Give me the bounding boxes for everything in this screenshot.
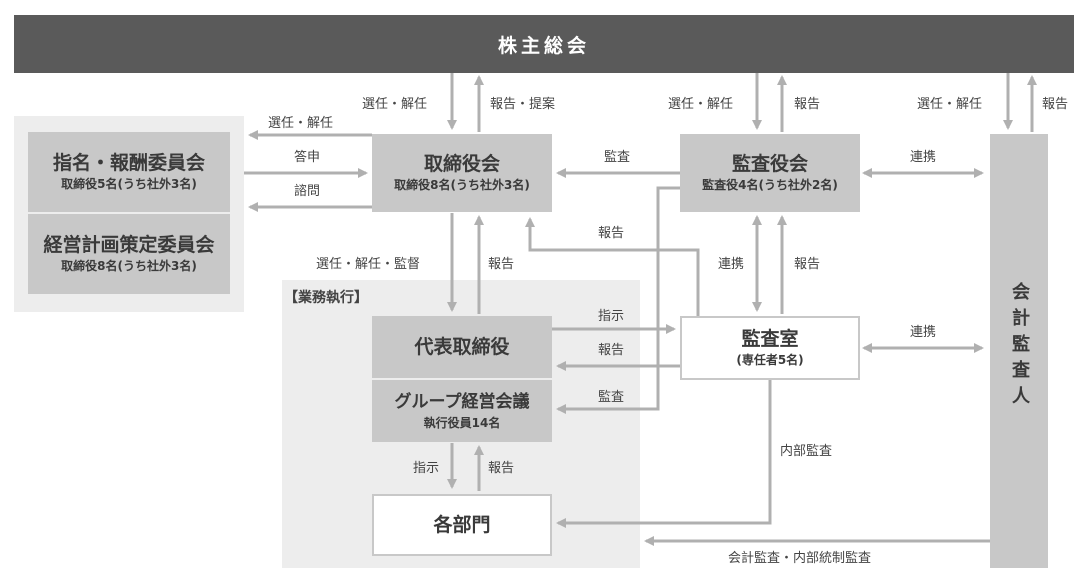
nomination-committee-members: 取締役5名(うち社外3名)	[61, 177, 197, 191]
label-audit-board: 監査	[604, 150, 631, 165]
board-members: 取締役8名(うち社外3名)	[394, 178, 530, 192]
label-report-audit: 報告	[794, 97, 821, 112]
audit-office: 監査室 (専任者5名)	[680, 316, 860, 380]
board-of-directors: 取締役会 取締役8名(うち社外3名)	[372, 134, 552, 212]
label-elect-dismiss-auditor: 選任・解任	[917, 97, 983, 112]
ceo: 代表取締役	[372, 316, 552, 378]
nomination-committee-title: 指名・報酬委員会	[52, 152, 205, 174]
label-elect-dismiss-supervise: 選任・解任・監督	[316, 257, 421, 272]
label-report-auditor: 報告	[1042, 97, 1069, 112]
label-cooperate-office-auditor: 連携	[910, 325, 937, 340]
label-accounting-internal-audit: 会計監査・内部統制監査	[728, 551, 872, 566]
label-consult: 諮問	[294, 184, 321, 199]
audit-office-title: 監査室	[741, 328, 799, 350]
label-report-office-board: 報告	[598, 226, 625, 241]
audit-office-members: (専任者5名)	[736, 353, 804, 367]
label-elect-dismiss-board: 選任・解任	[362, 97, 428, 112]
label-audit-group: 監査	[598, 390, 625, 405]
label-instruct-office: 指示	[598, 309, 625, 324]
audit-board-members: 監査役4名(うち社外2名)	[702, 178, 838, 192]
departments-title: 各部門	[433, 514, 491, 536]
label-report-ceo-board: 報告	[488, 257, 515, 272]
label-elect-dismiss-committee: 選任・解任	[268, 116, 334, 131]
label-elect-dismiss-audit: 選任・解任	[668, 97, 734, 112]
accounting-auditor: 会計監査人	[990, 134, 1048, 568]
audit-board-title: 監査役会	[731, 153, 808, 175]
ceo-title: 代表取締役	[414, 336, 510, 358]
planning-committee-title: 経営計画策定委員会	[43, 234, 215, 256]
execution-label: 【業務執行】	[284, 290, 368, 306]
label-report-office-ceo: 報告	[598, 343, 625, 358]
label-cooperate-audit-auditor: 連携	[910, 150, 937, 165]
label-instruct-departments: 指示	[413, 461, 440, 476]
departments: 各部門	[372, 494, 552, 556]
audit-board: 監査役会 監査役4名(うち社外2名)	[680, 134, 860, 212]
label-report-answer: 答申	[294, 150, 321, 165]
accounting-auditor-label: 会計監査人	[1009, 282, 1030, 412]
group-meeting-title: グループ経営会議	[394, 392, 530, 412]
label-report-propose: 報告・提案	[490, 97, 556, 112]
label-report-office-audit: 報告	[794, 257, 821, 272]
nomination-committee: 指名・報酬委員会 取締役5名(うち社外3名)	[28, 132, 230, 212]
planning-committee: 経営計画策定委員会 取締役8名(うち社外3名)	[28, 214, 230, 294]
label-cooperate-audit-office: 連携	[718, 257, 745, 272]
label-report-departments: 報告	[488, 461, 515, 476]
label-internal-audit: 内部監査	[780, 444, 833, 459]
board-title: 取締役会	[423, 153, 500, 175]
group-management-meeting: グループ経営会議 執行役員14名	[372, 380, 552, 442]
group-meeting-members: 執行役員14名	[423, 416, 501, 430]
planning-committee-members: 取締役8名(うち社外3名)	[61, 259, 197, 273]
shareholders-meeting: 株主総会	[14, 15, 1074, 73]
